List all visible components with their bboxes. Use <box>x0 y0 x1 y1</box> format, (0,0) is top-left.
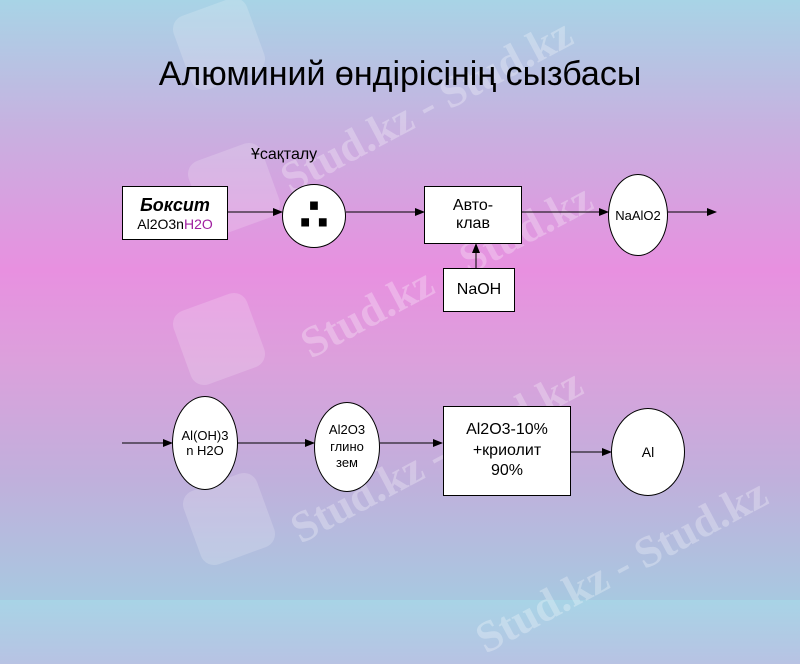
bauxite-formula-part1: Al2O3n <box>137 215 184 232</box>
aloh3-line1: Al(OH)3 <box>181 428 229 443</box>
naalo2-label: NaAlO2 <box>615 207 661 223</box>
al2o3-line3: зем <box>336 455 358 471</box>
bauxite-box: Боксит Al2O3nH2O <box>122 186 228 240</box>
al-node: Al <box>611 408 685 496</box>
naoh-label: NaOH <box>456 281 502 298</box>
electrolysis-box: Al2O3-10% +криолит 90% <box>443 406 571 496</box>
naalo2-node: NaAlO2 <box>608 174 668 256</box>
electrolysis-line1: Al2O3-10% <box>466 420 548 438</box>
aloh3-line2: n H2O <box>186 443 224 458</box>
crusher-node: ∴ <box>282 184 346 248</box>
aloh3-node: Al(OH)3 n H2O <box>172 396 238 490</box>
naoh-box: NaOH <box>443 268 515 312</box>
autoclave-line1: Авто- <box>452 197 494 214</box>
al2o3-line1: Al2O3 <box>328 421 366 437</box>
separation-label: Ұсақталу <box>251 146 318 163</box>
electrolysis-line2: +криолит <box>472 441 542 459</box>
electrolysis-line3: 90% <box>490 462 524 480</box>
crusher-symbol: ∴ <box>298 191 330 240</box>
al-label: Al <box>641 444 655 460</box>
al2o3-line2: глино <box>330 438 364 454</box>
flow-arrows <box>122 208 717 456</box>
bauxite-formula-part2: H2O <box>183 215 213 232</box>
autoclave-line2: клав <box>456 215 490 232</box>
bauxite-formula: Al2O3nH2O <box>137 216 213 232</box>
bauxite-name: Боксит <box>140 194 210 215</box>
page-title: Алюминий өндірісінің сызбасы <box>158 55 642 93</box>
autoclave-box: Авто- клав <box>424 186 522 244</box>
al2o3-node: Al2O3 глино зем <box>314 402 380 492</box>
